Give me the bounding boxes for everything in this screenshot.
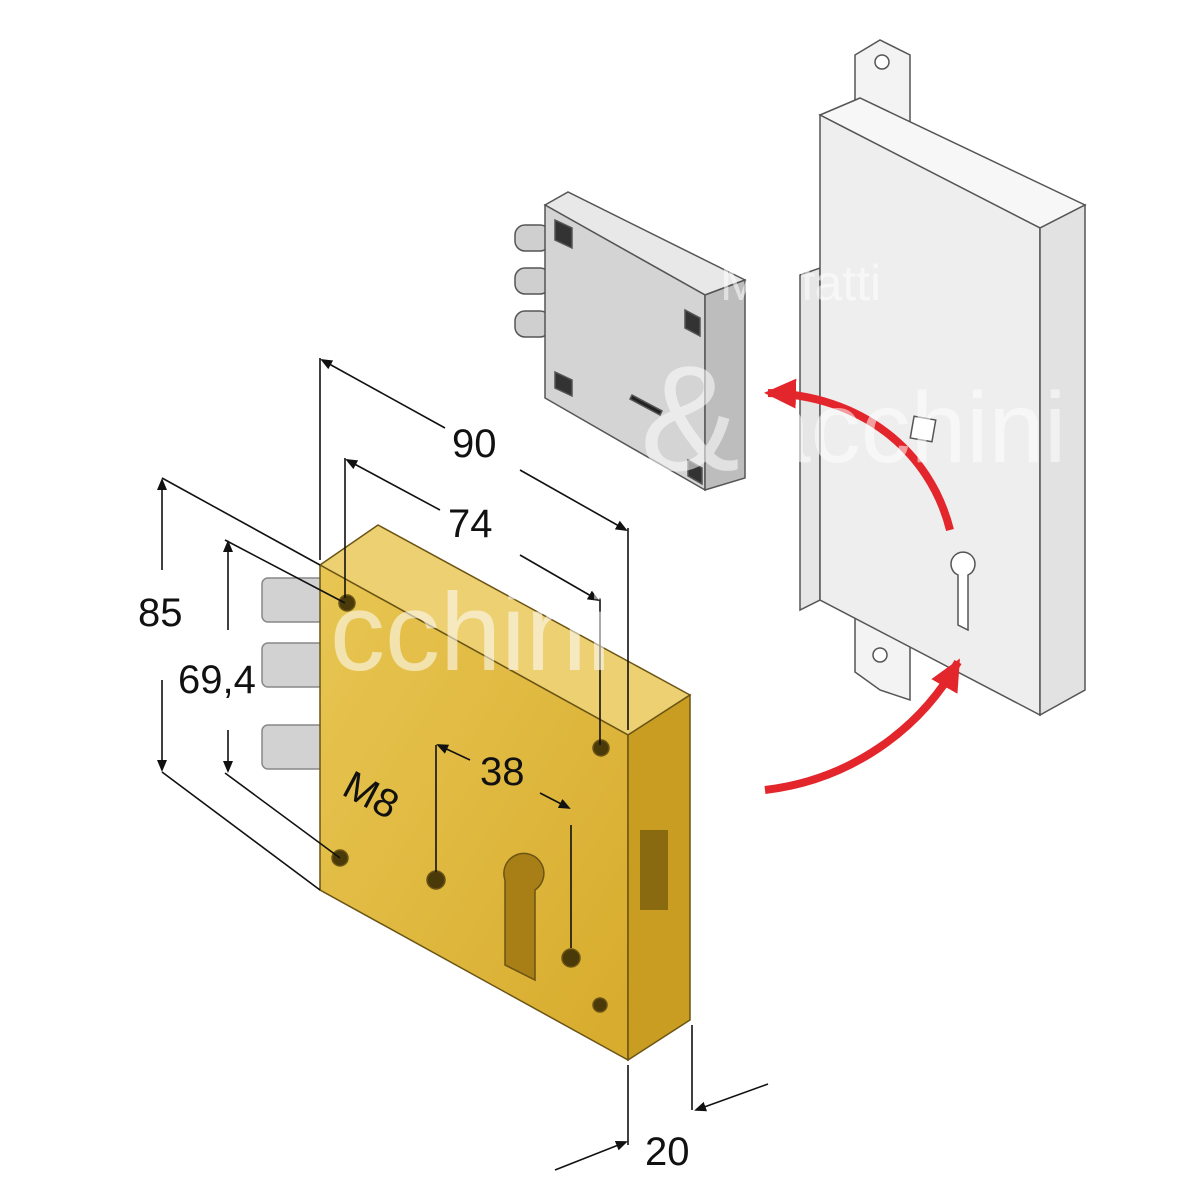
svg-text:cchini: cchini xyxy=(330,571,611,694)
door-plate xyxy=(799,39,1087,717)
svg-text:Malfatti: Malfatti xyxy=(720,255,881,311)
dim-85: 85 xyxy=(138,591,183,635)
brass-lock xyxy=(261,524,692,1062)
arrow-insert xyxy=(764,658,962,794)
dim-69-4: 69,4 xyxy=(178,658,256,702)
dim-74: 74 xyxy=(448,502,493,546)
svg-text:&: & xyxy=(640,334,740,502)
dim-90: 90 xyxy=(452,422,497,466)
silver-lock xyxy=(514,191,747,492)
watermark-logo: Malfatti & acchini cchini xyxy=(330,255,1066,694)
brass-keyhole xyxy=(503,852,545,982)
plate-keyhole xyxy=(950,551,976,632)
dimension-lines xyxy=(157,358,769,1171)
svg-text:acchini: acchini xyxy=(755,372,1066,484)
plate-side-face xyxy=(1039,203,1086,717)
arrow-remove xyxy=(764,378,954,531)
dim-20: 20 xyxy=(645,1130,690,1174)
silver-keyhole xyxy=(629,393,663,417)
dim-38: 38 xyxy=(480,750,525,794)
